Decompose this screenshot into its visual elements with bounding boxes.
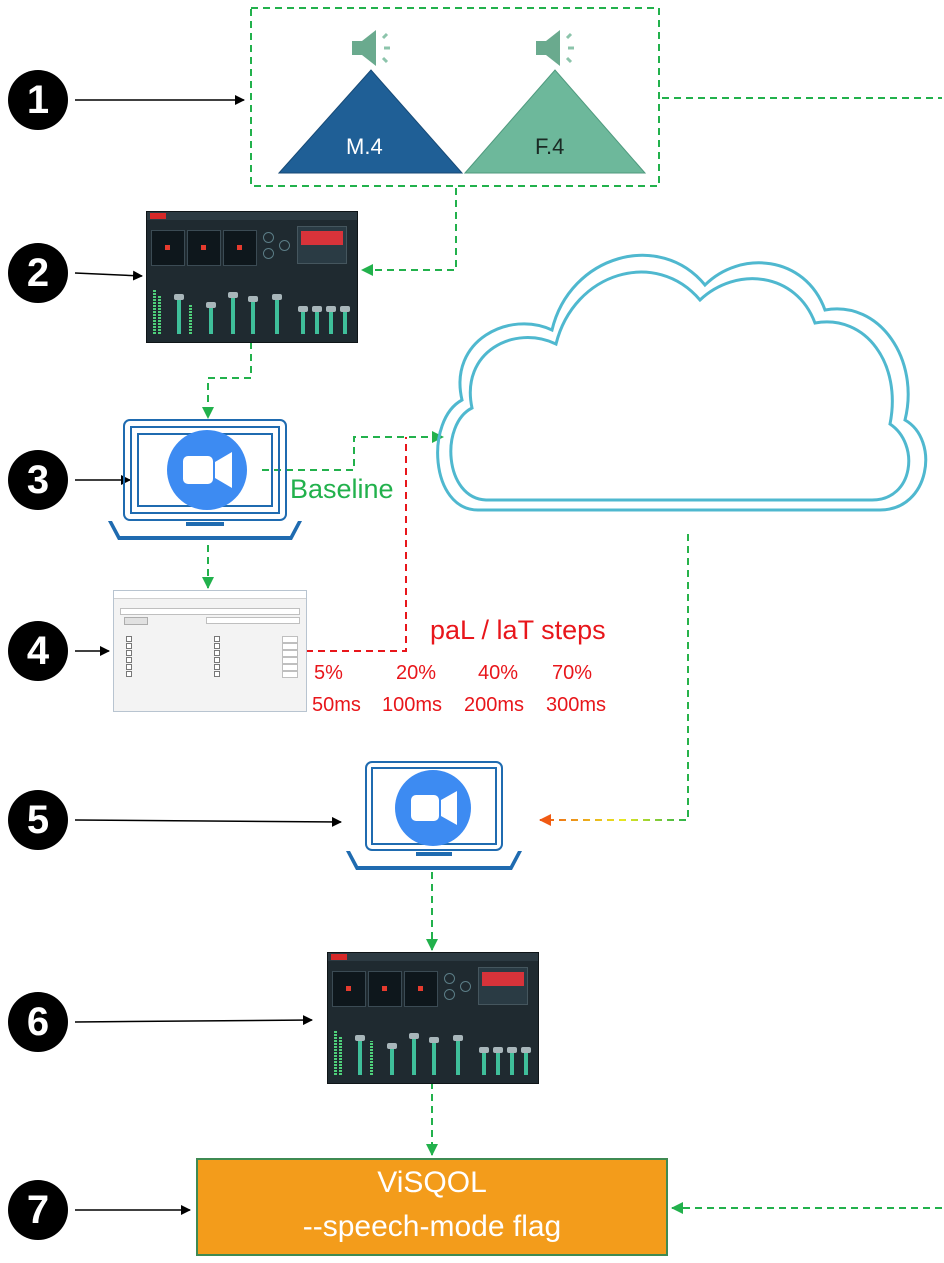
impairment-title: paL / laT steps <box>430 615 606 645</box>
laptop-icon <box>346 761 522 870</box>
speaker-triangle-male <box>277 69 464 174</box>
baseline-label: Baseline <box>290 474 394 504</box>
flow-speakers-to-mixer <box>361 188 457 276</box>
speaker-icon <box>536 30 574 66</box>
step-arrow-5 <box>74 816 342 827</box>
packet-loss-step: 40% <box>478 662 519 684</box>
latency-step: 50ms <box>312 694 361 716</box>
flow-mixer-to-laptop <box>202 342 252 419</box>
speaker-icon <box>352 30 390 66</box>
cloud-icon <box>436 253 928 512</box>
packet-loss-step: 70% <box>552 662 593 684</box>
zoom-camera-icon <box>167 430 247 510</box>
network-impairment-app-screenshot <box>113 590 307 712</box>
visqol-title: ViSQOL <box>377 1166 487 1199</box>
flow-cloud-to-laptop <box>539 534 689 826</box>
packet-loss-step: 5% <box>314 662 343 684</box>
audio-mixer-screenshot <box>327 952 539 1084</box>
packet-loss-step: 20% <box>396 662 437 684</box>
latency-step: 200ms <box>464 694 525 716</box>
latency-step: 100ms <box>382 694 443 716</box>
zoom-camera-icon <box>395 770 471 846</box>
speaker-label-female: F.4 <box>535 134 565 159</box>
step-badge-6: 6 <box>8 992 68 1052</box>
flow-impairment-path <box>306 437 407 652</box>
speaker-group-box <box>250 7 660 187</box>
audio-mixer-screenshot <box>146 211 358 343</box>
step-badge-2: 2 <box>8 243 68 303</box>
step-badge-1: 1 <box>8 70 68 130</box>
flow-laptop-to-cloud <box>262 431 444 471</box>
visqol-box: ViSQOL --speech-mode flag <box>196 1158 668 1256</box>
speaker-triangle-female <box>463 69 647 174</box>
latency-step: 300ms <box>546 694 607 716</box>
speaker-label-male: M.4 <box>346 134 383 159</box>
laptop-icon <box>108 419 302 540</box>
step-badge-3: 3 <box>8 450 68 510</box>
visqol-flag: --speech-mode flag <box>302 1210 562 1243</box>
step-badge-7: 7 <box>8 1180 68 1240</box>
step-arrow-2 <box>74 270 143 281</box>
step-arrow-6 <box>74 1015 313 1026</box>
step-badge-4: 4 <box>8 621 68 681</box>
step-badge-5: 5 <box>8 790 68 850</box>
